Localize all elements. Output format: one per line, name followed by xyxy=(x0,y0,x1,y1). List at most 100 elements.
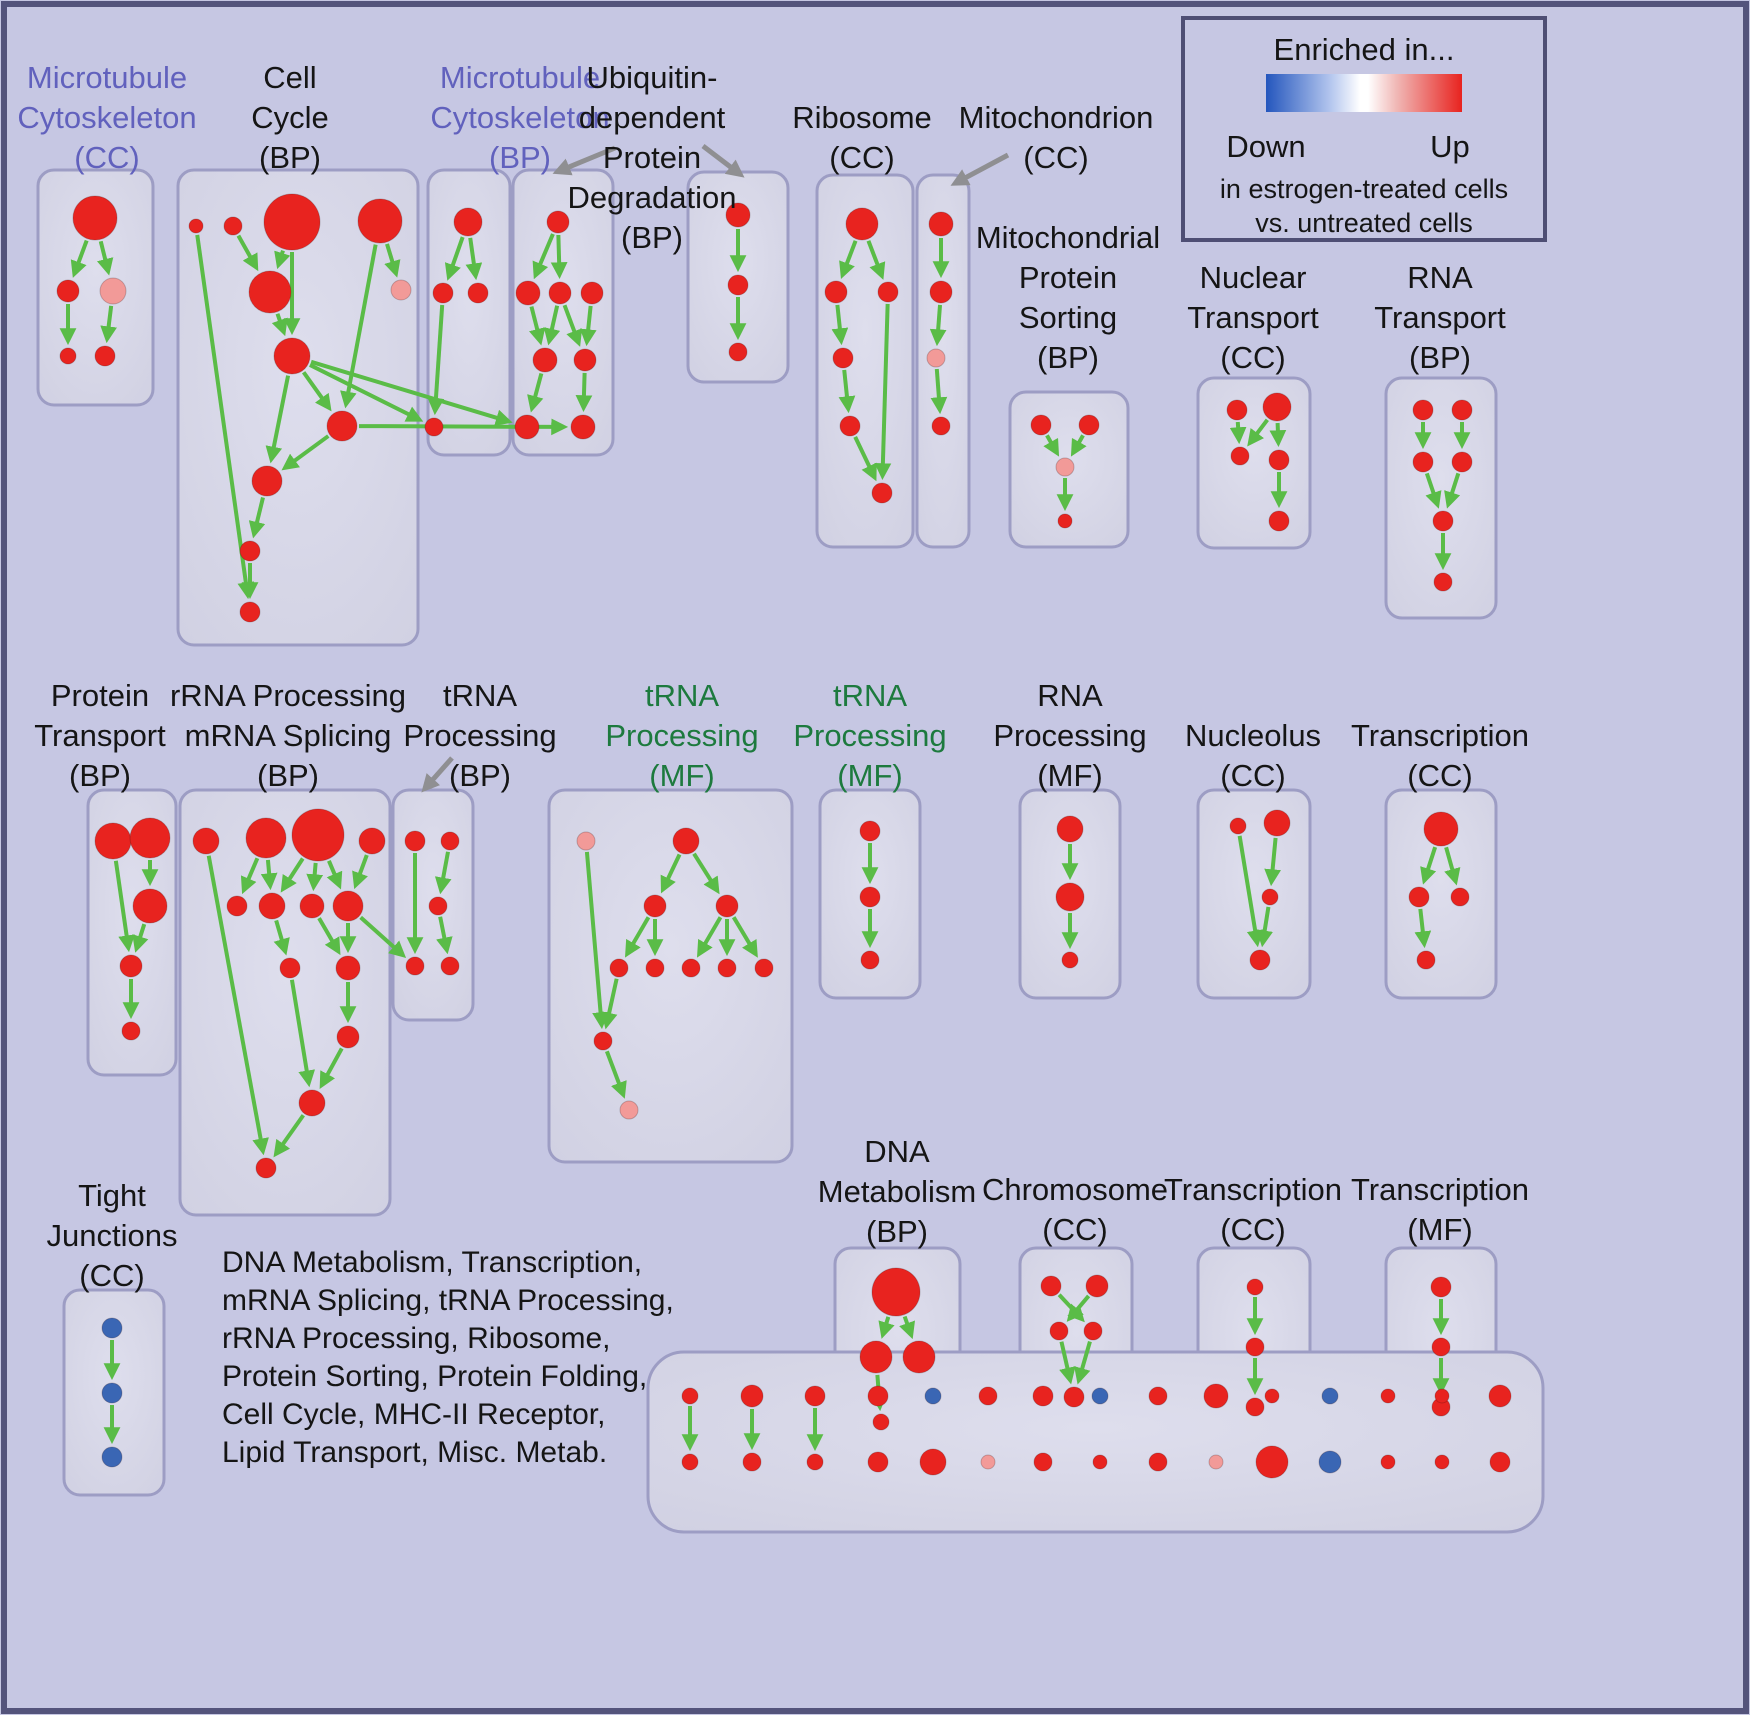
protein-transport-bp-node xyxy=(132,888,168,924)
mitochondrion-cc-node xyxy=(931,416,951,436)
rna-processing-mf-label-line-1: RNA xyxy=(1037,678,1103,713)
nucleolus-cc-node xyxy=(1249,949,1271,971)
protein-transport-bp-node xyxy=(94,822,132,860)
rna-transport-bp-node xyxy=(1451,451,1473,473)
rrna-processing-mrna-splicing-bp-node xyxy=(358,827,386,855)
ubiquitin-degradation-bp-node xyxy=(548,281,572,305)
trna-processing-mf-2-node xyxy=(860,950,880,970)
edge-arrow xyxy=(1264,837,1281,887)
chromosome-cc-label-line-1: Chromosome xyxy=(982,1172,1168,1207)
mitochondrial-protein-sorting-bp-label-line-2: Protein xyxy=(1019,260,1117,295)
trna-processing-mf-1-node xyxy=(619,1100,639,1120)
trna-processing-mf-1-node xyxy=(576,831,596,851)
rna-processing-mf-label-line-3: (MF) xyxy=(1037,758,1102,793)
chromosome-cc-label-line-2: (CC) xyxy=(1042,1212,1107,1247)
dna-metabolism-bp-node xyxy=(902,1340,936,1374)
transcription-cc-2-node xyxy=(1245,1397,1265,1417)
edge-arrow xyxy=(132,923,149,953)
dna-metabolism-bp-node xyxy=(872,1413,890,1431)
edge-arrow xyxy=(444,236,465,281)
chromosome-cc-node xyxy=(1063,1386,1085,1408)
footer-text-line-2: mRNA Splicing, tRNA Processing, xyxy=(222,1284,674,1317)
transcription-cc-2-label-line-2: (CC) xyxy=(1220,1212,1285,1247)
edge-arrow xyxy=(436,916,453,955)
edge-arrow xyxy=(465,237,483,281)
trna-processing-mf-2-label-line-3: (MF) xyxy=(837,758,902,793)
chromosome-cc-node xyxy=(1083,1321,1103,1341)
edge-arrow xyxy=(929,304,947,347)
legend-gradient-bar xyxy=(1266,74,1462,112)
transcription-mf-label-line-1: Transcription xyxy=(1351,1172,1529,1207)
rna-transport-bp-node xyxy=(1412,451,1434,473)
edge-arrow xyxy=(326,860,343,890)
microtubule-cytoskeleton-bp-label-line-3: (BP) xyxy=(489,140,551,175)
rrna-processing-mrna-splicing-bp-label-line-3: (BP) xyxy=(257,758,319,793)
edge-arrow xyxy=(359,915,407,959)
edge-arrow xyxy=(1444,846,1461,886)
microtubule-cytoskeleton-cc-box xyxy=(36,168,155,407)
trna-processing-mf-1-label-line-1: tRNA xyxy=(645,678,719,713)
nuclear-transport-cc-node xyxy=(1230,446,1250,466)
nucleolus-cc-node xyxy=(1261,888,1279,906)
edge-arrow xyxy=(248,497,266,539)
transcription-cc-1-node xyxy=(1423,811,1459,847)
cell-cycle-bp-node xyxy=(263,193,321,251)
edge-arrow xyxy=(301,371,332,412)
misc-terms-node xyxy=(1255,1445,1289,1479)
edge-arrow xyxy=(273,919,290,956)
misc-terms-node xyxy=(1434,1388,1450,1404)
trna-processing-bp-node xyxy=(404,830,426,852)
trna-processing-mf-1-box xyxy=(547,788,794,1164)
legend: Enriched in... Down Up in estrogen-treat… xyxy=(1181,16,1547,242)
ribosome-cc-node xyxy=(832,347,854,369)
edge-arrow xyxy=(543,305,561,346)
edge-arrow xyxy=(1269,422,1287,448)
edge-arrow xyxy=(306,862,324,892)
microtubule-cytoskeleton-cc-node xyxy=(59,347,77,365)
edge-arrow xyxy=(1229,421,1247,445)
edge-arrow xyxy=(1237,835,1264,948)
cluster-boxes-layer xyxy=(36,168,1545,1534)
mitochondrion-cc-label-line-2: (CC) xyxy=(1023,140,1088,175)
rrna-processing-mrna-splicing-bp-node xyxy=(245,817,287,859)
microtubule-cytoskeleton-bp-node xyxy=(453,207,483,237)
edge-arrow xyxy=(274,250,291,270)
nuclear-transport-cc-box xyxy=(1196,376,1312,550)
transcription-cc-1-node xyxy=(1408,886,1430,908)
cell-cycle-bp-node xyxy=(273,337,311,375)
rna-transport-bp-node xyxy=(1451,399,1473,421)
legend-down-label: Down xyxy=(1226,129,1305,164)
misc-terms-node xyxy=(681,1453,699,1471)
cell-cycle-bp-node xyxy=(223,216,243,236)
rna-processing-mf-label-line-2: Processing xyxy=(993,718,1146,753)
legend-up-label: Up xyxy=(1430,129,1470,164)
misc-terms-node xyxy=(742,1452,762,1472)
edge-arrow xyxy=(1070,434,1087,457)
cell-cycle-bp-node xyxy=(239,540,261,562)
edge-arrow xyxy=(265,375,291,464)
nuclear-transport-cc-label-line-1: Nuclear xyxy=(1200,260,1307,295)
edge-arrow xyxy=(1444,472,1461,509)
cell-cycle-bp-node xyxy=(248,270,292,314)
ubiquitin-degradation-bp-label-line-1: Ubiquitin- xyxy=(587,60,718,95)
misc-terms-node xyxy=(867,1451,889,1473)
cell-cycle-bp-label-line-1: Cell xyxy=(263,60,316,95)
trna-processing-bp-node xyxy=(440,956,460,976)
dna-metabolism-bp-label-line-3: (BP) xyxy=(866,1214,928,1249)
legend-title: Enriched in... xyxy=(1274,32,1455,67)
footer-text-line-4: Protein Sorting, Protein Folding, xyxy=(222,1360,647,1393)
ubiquitin-degradation-bp-node xyxy=(546,210,570,234)
transcription-cc-1-box xyxy=(1384,788,1498,1000)
edge-arrow xyxy=(317,917,341,956)
edge-arrow xyxy=(289,979,316,1088)
edge-arrow xyxy=(930,368,948,415)
cell-cycle-bp-label-line-2: Cycle xyxy=(251,100,329,135)
mitochondrial-protein-sorting-bp-node xyxy=(1057,513,1073,529)
ribosome-cc-label-line-2: (CC) xyxy=(829,140,894,175)
microtubule-cytoskeleton-bp-label-line-2: Cytoskeleton xyxy=(430,100,609,135)
mitochondrion-cc-node xyxy=(926,348,946,368)
mitochondrial-protein-sorting-bp-label-line-3: Sorting xyxy=(1019,300,1117,335)
ubiquitin-degradation-bp-2-node xyxy=(727,274,749,296)
rna-processing-mf-node xyxy=(1061,951,1079,969)
